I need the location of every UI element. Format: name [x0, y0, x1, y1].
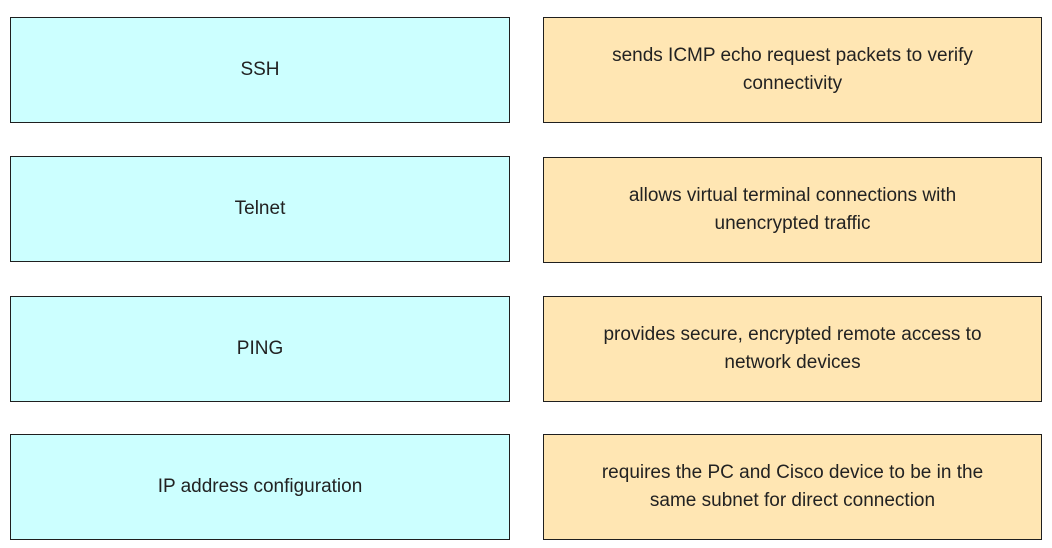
term-label: IP address configuration [157, 476, 363, 497]
description-box-1[interactable]: sends ICMP echo request packets to verif… [543, 17, 1042, 123]
term-box-telnet[interactable]: Telnet [10, 156, 510, 262]
term-label: SSH [240, 59, 280, 80]
description-text: requires the PC and Cisco device to be i… [601, 462, 984, 511]
term-box-ping[interactable]: PING [10, 296, 510, 402]
term-label: Telnet [234, 198, 286, 219]
description-text: provides secure, encrypted remote access… [603, 324, 982, 373]
term-box-ip-address-configuration[interactable]: IP address configuration [10, 434, 510, 540]
description-box-4[interactable]: requires the PC and Cisco device to be i… [543, 434, 1042, 540]
description-box-3[interactable]: provides secure, encrypted remote access… [543, 296, 1042, 402]
description-text: allows virtual terminal connections with… [628, 185, 957, 234]
term-box-ssh[interactable]: SSH [10, 17, 510, 123]
description-text: sends ICMP echo request packets to verif… [612, 45, 973, 94]
term-label: PING [236, 338, 284, 359]
description-box-2[interactable]: allows virtual terminal connections with… [543, 157, 1042, 263]
